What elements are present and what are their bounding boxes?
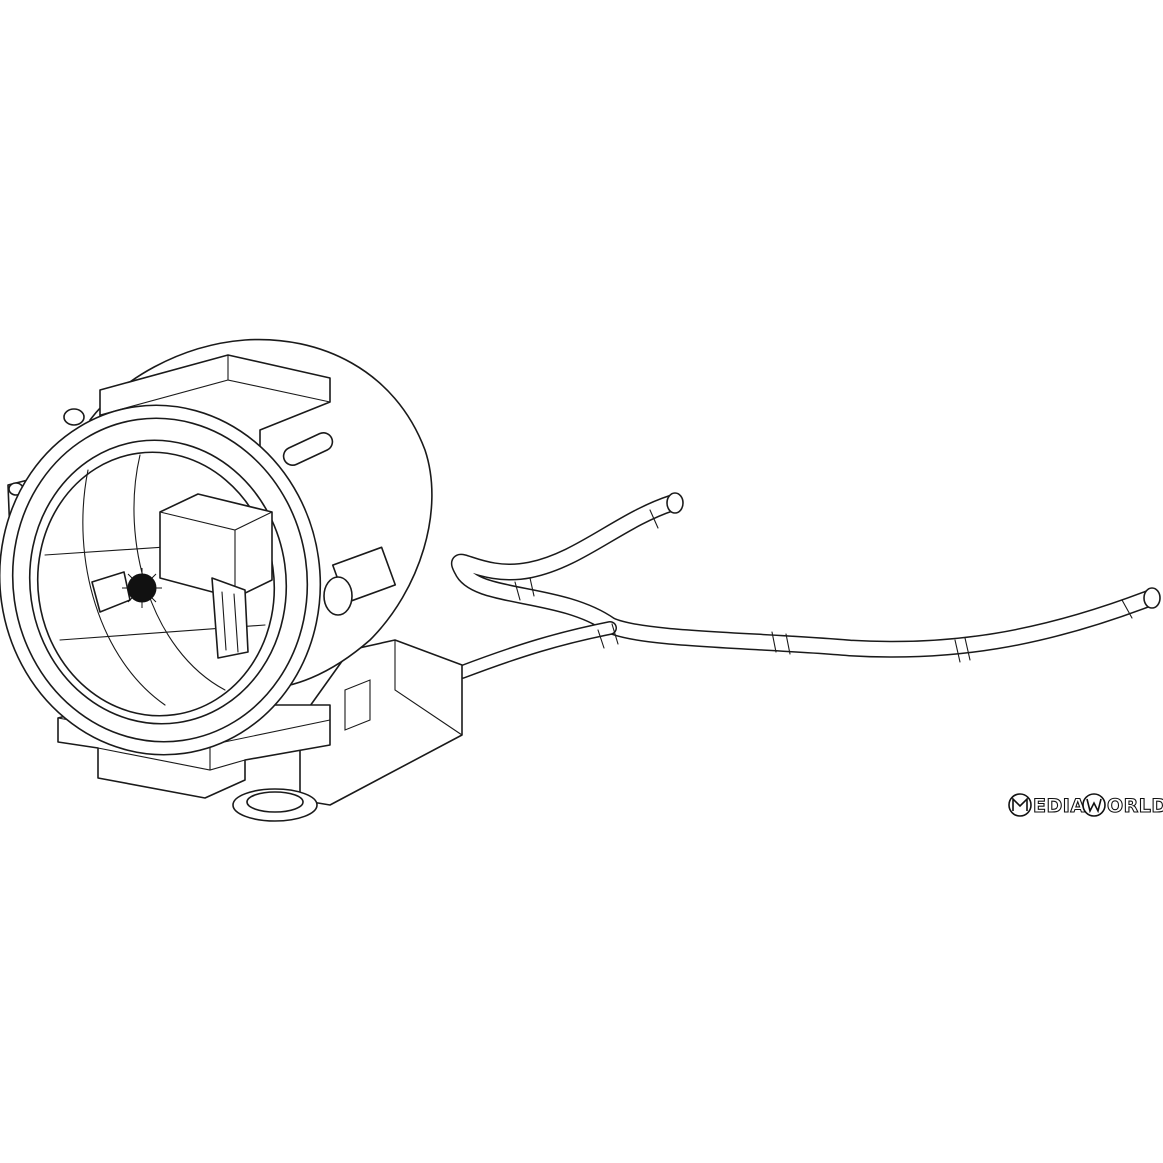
reflector-arc-1 (82, 469, 166, 706)
watermark-text-after: ORLD (1107, 795, 1163, 817)
front-bezel (0, 404, 322, 756)
base-front-plate-step (97, 744, 246, 771)
base-rear-edge (394, 639, 463, 736)
cable-sleeve-4 (954, 637, 971, 663)
bulb-stand-leg (211, 577, 249, 659)
cable-end-top (666, 492, 684, 514)
pin-front-knob (323, 576, 353, 616)
pin-top-knob (63, 408, 85, 426)
watermark-text-before: EDIA (1033, 795, 1086, 817)
cable-lower-inner (456, 622, 616, 678)
cable-upper-inner (452, 496, 1157, 657)
cable-sleeve-2 (597, 623, 619, 649)
base-rear-notch (344, 679, 371, 731)
pin-upper (282, 432, 334, 466)
cable-sleeve-1 (514, 577, 535, 601)
bulb-holder-block (159, 493, 273, 599)
media-world-w-icon (1082, 793, 1106, 817)
cable-end-right (1143, 587, 1161, 609)
cable-sleeve-3 (771, 631, 791, 655)
w-icon-glyph (1086, 798, 1102, 814)
bulb-stand-lines (221, 591, 239, 653)
media-world-watermark: EDIA ORLD (1008, 793, 1163, 818)
cable-assembly (450, 492, 1161, 679)
m-icon-glyph (1012, 797, 1028, 811)
filament-rays (122, 568, 162, 608)
cable-sleeve-5 (1121, 599, 1133, 619)
cable-sleeve-6 (649, 509, 659, 529)
base-wheel-inner (246, 791, 304, 813)
